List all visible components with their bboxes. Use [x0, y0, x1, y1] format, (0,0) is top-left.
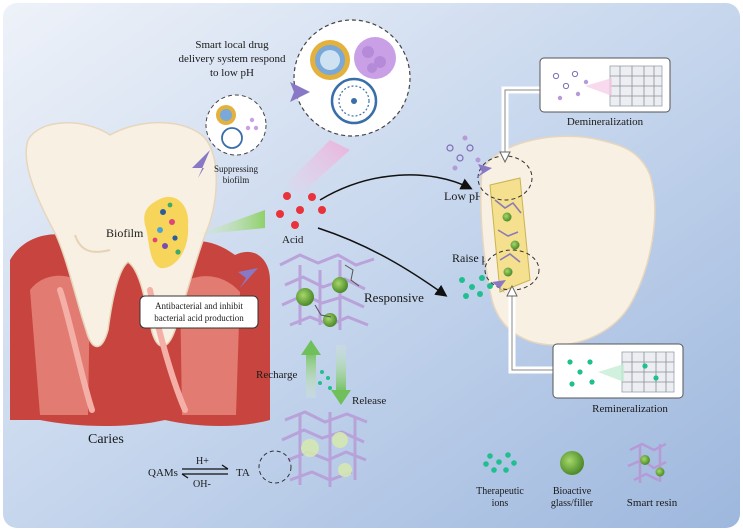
- equilibrium-reverse-arrow: [181, 473, 228, 479]
- suppressing-biofilm-icon: [205, 94, 267, 156]
- antibacterial-line2: bacterial acid production: [154, 313, 244, 323]
- caries-label: Caries: [88, 432, 124, 447]
- tooth-icon: [25, 121, 218, 348]
- ta-label: TA: [236, 467, 250, 479]
- recharge-label: Recharge: [256, 369, 297, 381]
- acid-label: Acid: [282, 234, 304, 246]
- legend-therapeutic-line2: ions: [492, 498, 509, 509]
- low-ph-label: Low pH: [444, 189, 484, 203]
- legend-bioactive-line1: Bioactive: [553, 486, 592, 497]
- smart-drug-line2: delivery system respond: [179, 53, 286, 65]
- acid-dots: [276, 192, 326, 229]
- oh-minus-label: OH-: [193, 479, 211, 490]
- qams-highlight-circle: [258, 450, 292, 484]
- smart-resin-network-bottom: [281, 410, 368, 487]
- demineralization-label: Demineralization: [567, 116, 644, 128]
- responsive-label: Responsive: [364, 290, 424, 305]
- recharge-arrow: [306, 350, 316, 398]
- h-plus-label: H+: [196, 456, 209, 467]
- pink-beam: [285, 140, 350, 195]
- release-arrow: [336, 345, 346, 393]
- remineralization-label: Remineralization: [592, 403, 668, 415]
- released-ions: [318, 370, 332, 390]
- restored-tooth-illustration: [480, 135, 656, 346]
- purple-arrow-3: [238, 268, 258, 288]
- suppressing-line2: biofilm: [223, 175, 250, 185]
- acid-to-responsive-arrow: [317, 227, 448, 297]
- smart-drug-line3: to low pH: [210, 67, 254, 79]
- qams-label: QAMs: [148, 467, 178, 479]
- legend-bioactive-glass-icon: [560, 451, 584, 475]
- purple-arrow-1: [290, 82, 310, 102]
- remineralization-panel: [552, 343, 684, 399]
- hydroxyapatite-lattice-icon: [609, 65, 663, 107]
- legend-therapeutic-line1: Therapeutic: [476, 486, 524, 497]
- antibacterial-line1: Antibacterial and inhibit: [155, 301, 243, 311]
- legend-bioactive-line2: glass/filler: [551, 498, 594, 509]
- antibacterial-note: Antibacterial and inhibit bacterial acid…: [139, 295, 259, 329]
- smart-resin-network-top: [279, 253, 375, 330]
- legend-smart-resin-icon: [627, 442, 667, 483]
- equilibrium-forward-arrow: [182, 464, 229, 470]
- demineralization-panel: [539, 57, 671, 113]
- purple-arrow-2: [192, 150, 210, 178]
- green-beam: [195, 210, 265, 235]
- smart-drug-line1: Smart local drug: [195, 39, 269, 51]
- release-label: Release: [352, 395, 386, 407]
- dissolved-ions: [446, 135, 481, 171]
- legend-smart-resin-label: Smart resin: [627, 497, 678, 509]
- nanoparticle-cluster-icon: [293, 19, 411, 137]
- therapeutic-ion-cluster: [459, 275, 493, 299]
- biofilm-cluster: [144, 196, 189, 269]
- acid-to-low-ph-arrow: [319, 174, 473, 201]
- biofilm-label: Biofilm: [106, 226, 144, 240]
- suppressing-line1: Suppressing: [214, 164, 259, 174]
- legend-therapeutic-ions: [483, 452, 517, 473]
